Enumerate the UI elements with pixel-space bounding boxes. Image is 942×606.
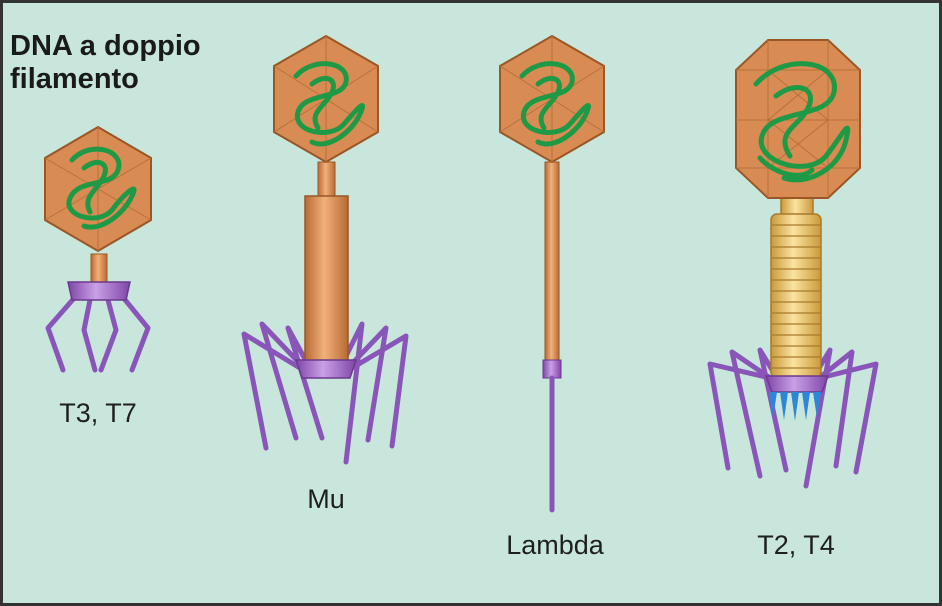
title-line-2: filamento <box>10 63 201 96</box>
label-t3-t7: T3, T7 <box>59 398 137 429</box>
mu-sheath <box>305 196 348 364</box>
diagram-title: DNA a doppio filamento <box>10 30 201 96</box>
mu-base-plate <box>296 360 356 378</box>
label-lambda: Lambda <box>506 530 604 561</box>
lambda-tail <box>545 162 559 362</box>
label-mu: Mu <box>307 484 345 515</box>
t3-t7-tail <box>91 254 107 284</box>
t2-t4-base-plate <box>766 376 828 392</box>
label-t2-t4: T2, T4 <box>757 530 835 561</box>
t2-t4-capsid <box>736 40 860 198</box>
t2-t4-contractile-sheath <box>771 214 821 378</box>
t3-t7-base-plate <box>68 282 130 300</box>
lambda-tail-tip <box>543 360 561 378</box>
title-line-1: DNA a doppio <box>10 30 201 63</box>
mu-neck <box>318 162 335 198</box>
